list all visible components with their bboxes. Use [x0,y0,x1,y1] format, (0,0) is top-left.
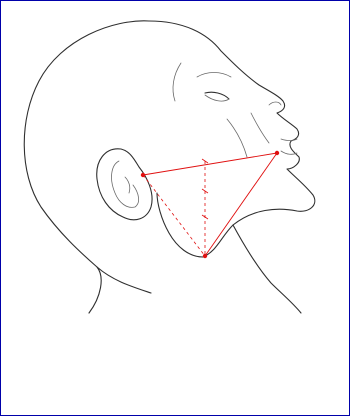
ear-canal [125,177,130,193]
ear-to-chin-line [143,175,205,256]
face-profile [149,21,315,257]
skull-outline [24,21,149,313]
nostril [269,102,281,105]
cheek-line [227,119,247,157]
ear-inner [112,161,139,207]
ear-point [141,173,145,177]
jaw-line [157,193,203,257]
mouth-point [275,151,279,155]
ear-to-mouth-line [143,153,277,175]
temple-line [173,63,181,101]
neck-back [97,267,151,293]
nasolabial-line [251,113,269,143]
eye-lid [205,92,229,99]
chin-point [203,254,207,258]
ear-outline [97,149,152,220]
mouth-to-chin-line [205,153,277,256]
neck-front [233,225,301,313]
eyebrow [197,73,231,78]
